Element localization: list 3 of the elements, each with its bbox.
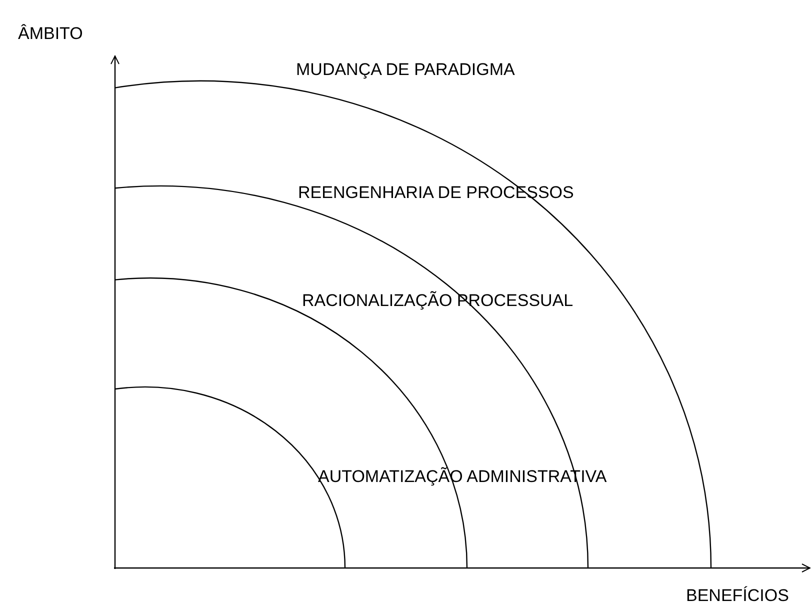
arc-label: MUDANÇA DE PARADIGMA [296, 60, 515, 80]
axis-label: BENEFÍCIOS [686, 586, 789, 606]
axis-label: ÂMBITO [18, 24, 83, 44]
